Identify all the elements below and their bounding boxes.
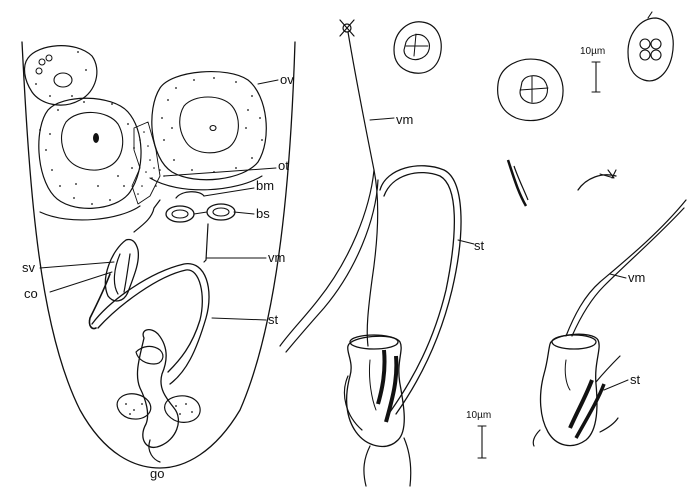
bursa-duct xyxy=(175,191,205,199)
label-bs: bs xyxy=(256,206,270,221)
label-go: go xyxy=(150,466,164,481)
stylet-dark-b1 xyxy=(376,349,387,405)
label-vm-d: vm xyxy=(628,270,645,285)
septum-line-1 xyxy=(149,175,263,191)
gland-left xyxy=(116,393,152,420)
label-st-d: st xyxy=(630,372,641,387)
egg-cleavage-3 xyxy=(627,17,674,82)
label-co: co xyxy=(24,286,38,301)
copulatory-organ xyxy=(133,199,161,233)
oviduct-stipple xyxy=(137,131,165,195)
label-bm: bm xyxy=(256,178,274,193)
label-st: st xyxy=(268,312,279,327)
egg-small-granule-3 xyxy=(35,67,43,75)
label-sv: sv xyxy=(22,260,36,275)
panel-stylet-middle: vm st 10µm xyxy=(279,19,491,487)
bursa-right xyxy=(206,203,236,221)
stylet-loop xyxy=(91,263,210,385)
st-loop xyxy=(379,165,462,415)
egg-small-granule-1 xyxy=(38,58,46,66)
label-ot: ot xyxy=(278,158,289,173)
egg-large-left-nucleolus xyxy=(93,133,99,143)
vm-filament xyxy=(347,31,379,347)
egg-small-granule-2 xyxy=(45,54,53,62)
ovary xyxy=(151,71,267,181)
vm-filament-d xyxy=(565,199,687,337)
ovary-inner-egg xyxy=(179,96,239,154)
label-ov: ov xyxy=(280,72,294,87)
oviduct-tissue xyxy=(131,121,161,205)
yolk-dots xyxy=(35,51,263,205)
stylet-dark-b2 xyxy=(384,355,399,423)
panel-stylet-right: vm st xyxy=(532,199,687,447)
bursa-connector xyxy=(193,211,208,215)
gland-right xyxy=(164,395,201,423)
egg-large-left-inner xyxy=(60,111,124,171)
ovary-nucleus xyxy=(209,124,217,132)
bursa-left xyxy=(165,205,195,223)
egg-cleavage-1 xyxy=(393,21,442,74)
stylet-tip xyxy=(342,23,352,33)
gonopore xyxy=(148,439,161,463)
label-vm-b: vm xyxy=(396,112,413,127)
septum-line-2 xyxy=(39,205,141,221)
genital-atrium xyxy=(136,328,179,449)
body-outline xyxy=(21,41,296,469)
egg-large-left xyxy=(38,97,142,209)
vagina-media-duct xyxy=(203,223,209,263)
stylet-dark-d2 xyxy=(574,383,606,439)
label-vm: vm xyxy=(268,250,285,265)
stylet-dark-d1 xyxy=(568,379,594,429)
panel-eggs: 10µm xyxy=(393,11,674,207)
seminal-vesicle xyxy=(104,238,140,302)
egg-small xyxy=(23,45,98,106)
copulatory-bulb-d xyxy=(539,333,600,447)
panel-body-posterior: ov ot bm bs sv vm co st go xyxy=(21,41,296,481)
copulatory-bulb-b xyxy=(345,335,405,448)
scale-label-top: 10µm xyxy=(580,46,605,57)
stylet-fragment-1 xyxy=(506,159,528,207)
egg-cleavage-2 xyxy=(497,58,564,122)
label-st-b: st xyxy=(474,238,485,253)
egg-small-nucleus xyxy=(53,72,73,88)
scale-label-bottom: 10µm xyxy=(466,410,491,421)
